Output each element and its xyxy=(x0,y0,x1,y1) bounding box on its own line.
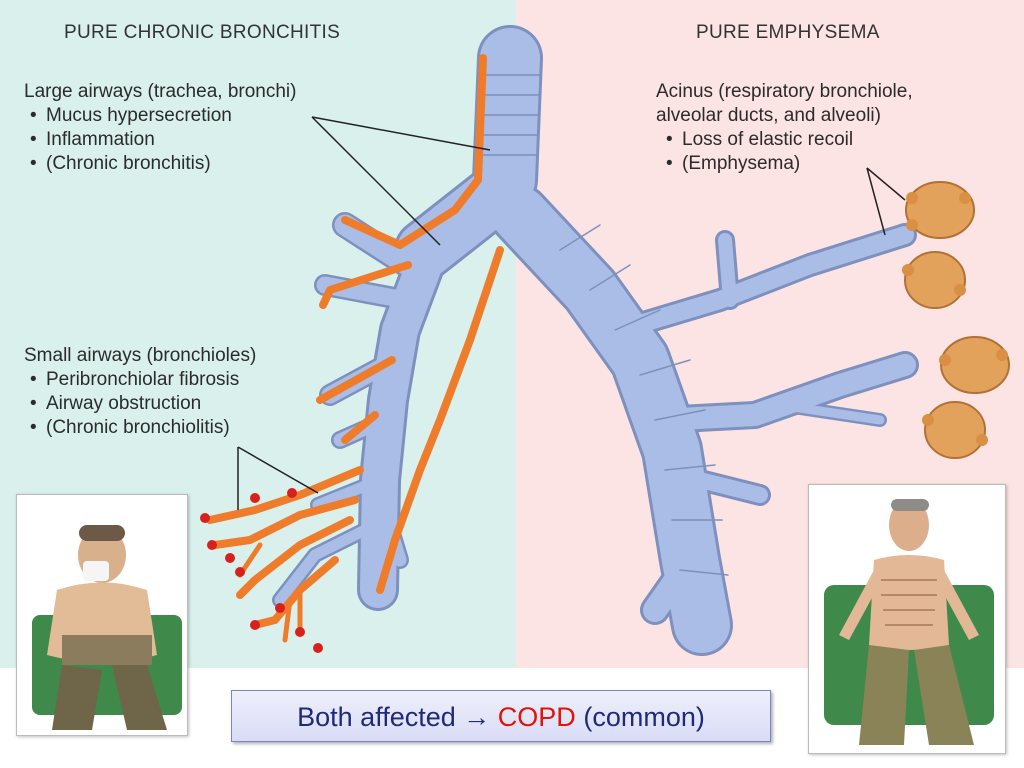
caption-copd: COPD xyxy=(497,702,576,732)
emphysema-patient-illustration xyxy=(808,484,1006,754)
large-airways-bullet: Inflammation xyxy=(24,128,232,152)
emphysema-heading: PURE EMPHYSEMA xyxy=(696,22,880,43)
chair-figure-icon xyxy=(32,525,182,730)
large-airways-title: Large airways (trachea, bronchi) xyxy=(24,81,297,102)
acinus-bullets: Loss of elastic recoil (Emphysema) xyxy=(660,128,853,176)
acinus-bullet: (Emphysema) xyxy=(660,152,853,176)
small-airways-bullet: (Chronic bronchiolitis) xyxy=(24,416,239,440)
large-airways-bullet: (Chronic bronchitis) xyxy=(24,152,232,176)
copd-caption-box: Both affected → COPD (common) xyxy=(231,690,771,742)
large-airways-bullets: Mucus hypersecretion Inflammation (Chron… xyxy=(24,104,232,176)
caption-suffix: (common) xyxy=(583,702,705,732)
acinus-bullet: Loss of elastic recoil xyxy=(660,128,853,152)
small-airways-bullet: Airway obstruction xyxy=(24,392,239,416)
acinus-title-line2: alveolar ducts, and alveoli) xyxy=(656,105,881,126)
arrow-icon: → xyxy=(463,702,491,732)
caption-prefix: Both affected xyxy=(297,702,456,732)
bronchitis-heading: PURE CHRONIC BRONCHITIS xyxy=(64,22,341,43)
small-airways-bullets: Peribronchiolar fibrosis Airway obstruct… xyxy=(24,368,239,440)
acinus-title-line1: Acinus (respiratory bronchiole, xyxy=(656,81,913,102)
chair-figure-icon xyxy=(824,499,994,745)
bronchitis-patient-illustration xyxy=(16,494,188,736)
small-airways-bullet: Peribronchiolar fibrosis xyxy=(24,368,239,392)
large-airways-bullet: Mucus hypersecretion xyxy=(24,104,232,128)
small-airways-title: Small airways (bronchioles) xyxy=(24,345,257,366)
